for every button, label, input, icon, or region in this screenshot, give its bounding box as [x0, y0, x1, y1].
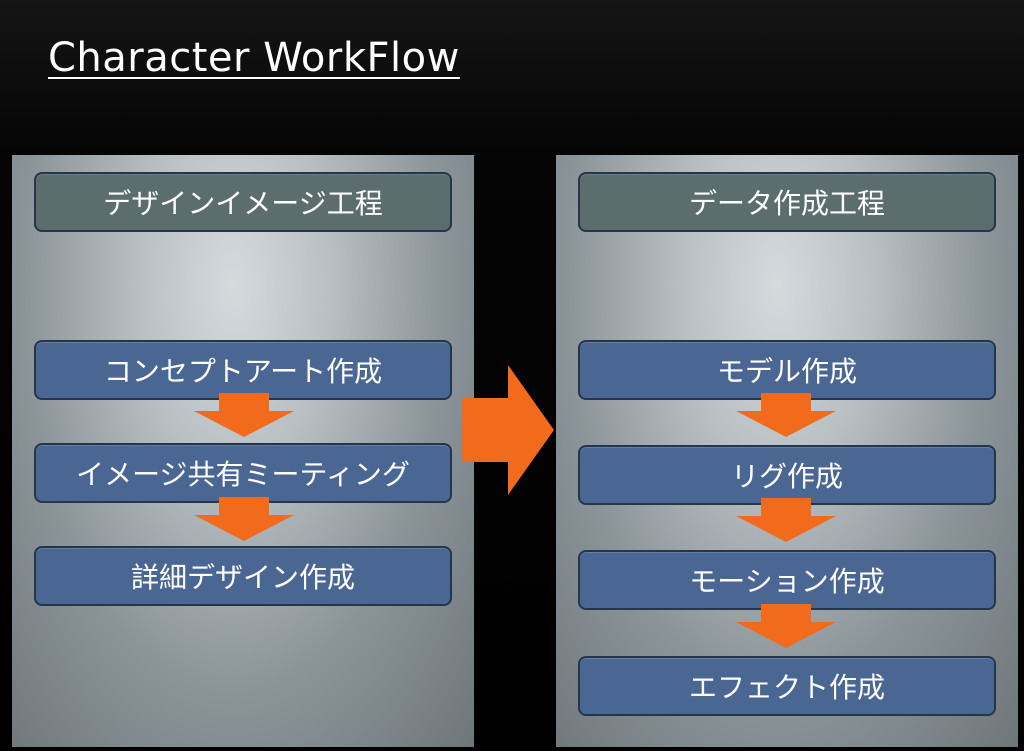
data-creation-process-header: データ作成工程 [578, 172, 996, 232]
down-arrow-icon [736, 604, 836, 648]
detailed-design-step: 詳細デザイン作成 [34, 546, 452, 606]
down-arrow-icon [194, 393, 294, 437]
motion-creation-step: モーション作成 [578, 550, 996, 610]
effect-creation-step: エフェクト作成 [578, 656, 996, 716]
down-arrow-icon [194, 497, 294, 541]
model-creation-step: モデル作成 [578, 340, 996, 400]
image-sharing-meeting-step: イメージ共有ミーティング [34, 443, 452, 503]
rig-creation-step: リグ作成 [578, 445, 996, 505]
concept-art-step: コンセプトアート作成 [34, 340, 452, 400]
down-arrow-icon [736, 498, 836, 542]
design-image-process-header: デザインイメージ工程 [34, 172, 452, 232]
page-title: Character WorkFlow [48, 35, 460, 81]
right-arrow-icon [462, 365, 554, 495]
down-arrow-icon [736, 393, 836, 437]
data-creation-process-panel: データ作成工程 モデル作成 リグ作成 モーション作成 エフェクト作成 [556, 155, 1018, 747]
design-image-process-panel: デザインイメージ工程 コンセプトアート作成 イメージ共有ミーティング 詳細デザイ… [12, 155, 474, 747]
